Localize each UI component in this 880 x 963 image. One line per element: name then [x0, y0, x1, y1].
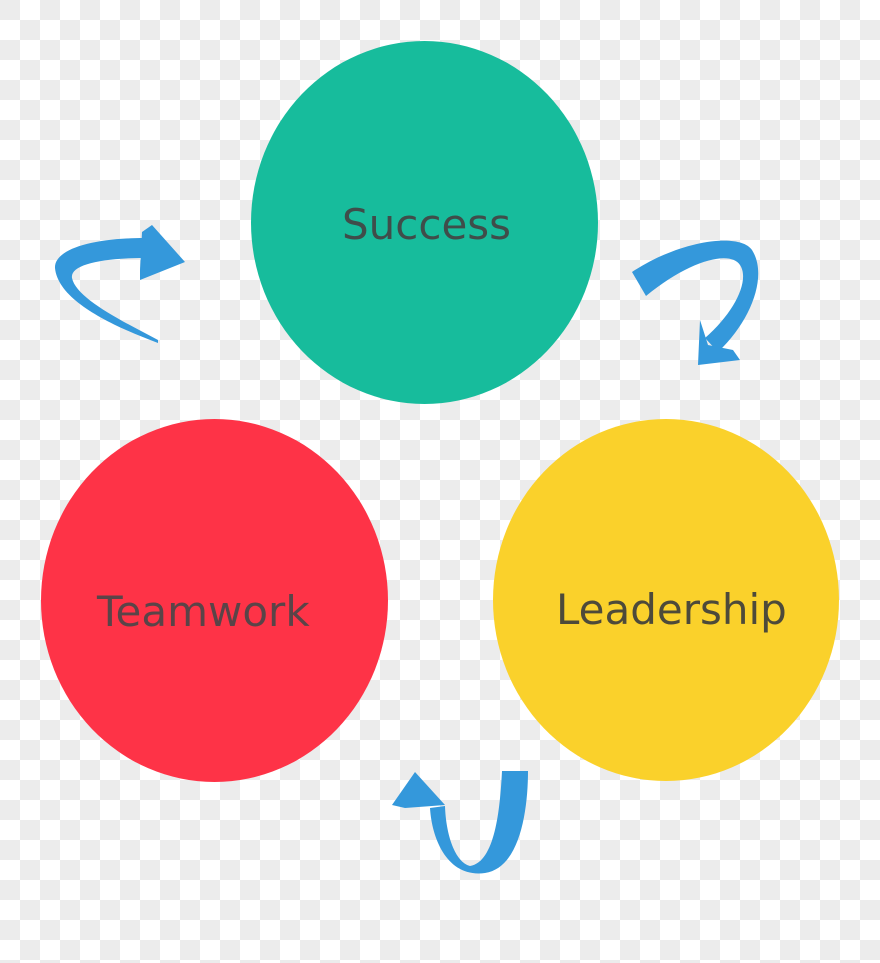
teamwork-label: Teamwork [97, 587, 310, 636]
success-circle [251, 41, 598, 404]
teamwork-circle [41, 419, 388, 782]
leadership-label: Leadership [556, 585, 787, 634]
leadership-circle [493, 419, 839, 781]
success-label: Success [342, 200, 512, 249]
